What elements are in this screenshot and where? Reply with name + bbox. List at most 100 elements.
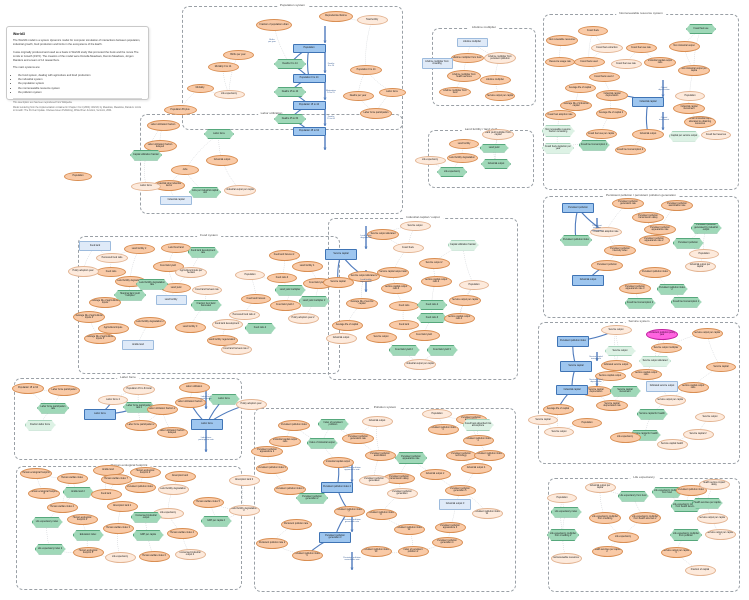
graph-node[interactable]: Persistent pollution technology — [445, 449, 477, 461]
graph-node[interactable]: Service output per capita — [449, 294, 481, 306]
graph-node[interactable]: Population — [235, 270, 265, 280]
graph-node[interactable]: Food land harvest rate 2 — [220, 343, 252, 355]
graph-node[interactable]: Persistent pollution index 5 — [256, 462, 288, 474]
graph-node[interactable]: Fossil fuel consumption 1 — [578, 139, 610, 151]
graph-node[interactable]: Industrial capital output ratio — [269, 435, 301, 447]
graph-node[interactable]: Persistent pollution index 3 — [427, 423, 459, 435]
graph-node[interactable]: Industrial capital — [160, 195, 192, 205]
graph-node[interactable]: Population — [459, 280, 489, 290]
graph-node[interactable]: Food land yield 3 — [426, 344, 458, 356]
graph-node[interactable]: Service output — [695, 412, 725, 422]
graph-node[interactable]: Persistent pollution appearance 3 — [434, 521, 466, 533]
graph-node[interactable]: Service capital — [560, 360, 592, 372]
graph-node[interactable]: Fraction labor force — [24, 419, 56, 431]
graph-node[interactable]: Persistent pollution generation — [386, 487, 418, 499]
graph-node[interactable]: Service capital output ratio — [630, 368, 662, 380]
graph-node[interactable]: Marginal land yield multiplier — [114, 289, 146, 301]
graph-node[interactable]: Births per year — [222, 50, 254, 60]
graph-node[interactable]: Persistent pollution index — [675, 484, 707, 496]
graph-node[interactable]: Food land harvest 2 — [268, 249, 300, 261]
graph-node[interactable]: Life expectancy — [414, 155, 446, 165]
graph-node[interactable]: Perceived food ratio 2 — [228, 310, 260, 320]
graph-node[interactable]: Index of persistent pollution — [317, 418, 349, 430]
graph-node[interactable]: Population 65 plus — [163, 105, 197, 115]
graph-node[interactable]: Land fertility degradation — [157, 483, 189, 495]
graph-node[interactable]: Persistent pollution transmission delay — [632, 211, 664, 223]
graph-node[interactable]: Labor force — [191, 418, 223, 430]
graph-node[interactable]: Mortality — [186, 83, 214, 93]
graph-node[interactable]: Jobs per industrial capital unit — [189, 186, 221, 198]
graph-node[interactable]: Food land — [389, 320, 419, 330]
graph-node[interactable]: Persistent pollution index — [124, 481, 156, 493]
graph-node[interactable]: Persistent pollution index 2 — [656, 283, 688, 295]
graph-node[interactable]: Land fertility 4 — [291, 260, 323, 272]
graph-node[interactable]: Food ratio 3 — [267, 273, 297, 283]
graph-node[interactable]: Fossil fuel consumption 2 — [624, 297, 656, 309]
graph-node[interactable]: Reproductive lifetime — [319, 10, 353, 22]
graph-node[interactable]: Persistent pollution generation rate — [612, 197, 644, 209]
graph-node[interactable]: Population 15 to 44 — [292, 100, 326, 110]
graph-node[interactable]: Industrial capital depreciation — [596, 89, 628, 101]
graph-node[interactable]: Health service impact delay — [698, 478, 730, 490]
graph-node[interactable]: Policy adoption year — [67, 265, 99, 277]
graph-node[interactable]: Life expectancy — [609, 431, 641, 443]
graph-node[interactable]: Life expectancy — [437, 167, 467, 177]
graph-node[interactable]: Absorption land — [164, 470, 196, 482]
graph-node[interactable]: Service output 2 — [418, 257, 450, 269]
graph-node[interactable]: Service capital — [706, 362, 736, 372]
graph-node[interactable]: Fraction of population urban — [256, 19, 292, 31]
graph-node[interactable]: Land yield multiplier from capital — [482, 128, 514, 140]
graph-node[interactable]: Industrial output — [481, 159, 511, 169]
graph-node[interactable]: Non renewable resource fraction remainin… — [541, 125, 575, 137]
graph-node[interactable]: Population 0 to 14 — [292, 73, 326, 83]
graph-node[interactable]: Persistent pollution — [672, 237, 704, 249]
graph-node[interactable]: Industrial output — [206, 154, 238, 166]
graph-node[interactable]: Labor force — [131, 181, 161, 191]
graph-node[interactable]: Perceived food ratio — [96, 253, 128, 263]
graph-node[interactable]: Food land yield 2 — [388, 344, 420, 356]
graph-node[interactable]: Industrial output per capita — [584, 481, 616, 493]
graph-node[interactable]: Average life of capital — [542, 403, 574, 415]
graph-node[interactable]: Lifetime multiplier — [456, 37, 488, 47]
graph-node[interactable]: Labor force — [84, 408, 116, 420]
graph-node[interactable]: Fossil fuels used 2 — [588, 72, 620, 82]
graph-node[interactable]: Population — [675, 91, 705, 101]
graph-node[interactable]: Average life of service capital — [346, 297, 378, 309]
graph-node[interactable]: Mortality 0 to 14 — [207, 62, 239, 72]
graph-node[interactable]: Service capital output ratio — [677, 381, 709, 393]
graph-node[interactable]: Lifetime multiplier from crowding — [421, 57, 453, 69]
graph-node[interactable]: Lifetime multiplier from food — [450, 53, 484, 63]
graph-node[interactable]: Industrial output — [361, 415, 393, 427]
graph-node[interactable]: Food land development — [211, 318, 243, 330]
graph-node[interactable]: Human welfare index 6 — [138, 550, 170, 562]
graph-node[interactable]: Persistent pollution index 2 — [321, 481, 353, 493]
graph-node[interactable]: Fossil fuel consumption 1 — [670, 296, 702, 308]
graph-node[interactable]: Labor force — [378, 87, 406, 97]
graph-node[interactable]: Service capital depreciation rate — [596, 399, 628, 411]
graph-node[interactable]: Average life of capital — [564, 83, 596, 93]
graph-node[interactable]: Fossil fuel extraction — [591, 43, 623, 53]
graph-node[interactable]: Persistent pollution index 10 — [360, 545, 392, 557]
graph-node[interactable]: Land fertility degradation 2 — [134, 316, 166, 328]
graph-node[interactable]: Service capital — [322, 276, 354, 288]
graph-node[interactable]: Land yield — [479, 143, 509, 153]
graph-node[interactable]: Population — [689, 249, 719, 259]
graph-node[interactable]: Life expectancy — [607, 531, 639, 543]
graph-node[interactable]: Labor utilization — [178, 381, 210, 393]
graph-node[interactable]: Index of industrial output — [306, 437, 338, 449]
graph-node[interactable]: Non renewable resources — [546, 34, 578, 46]
graph-node[interactable]: Land fertility degradation rate — [136, 278, 168, 290]
graph-node[interactable]: Life expectancy multiplier from crowding — [589, 512, 621, 524]
graph-node[interactable]: Land fertility — [449, 139, 479, 149]
graph-node[interactable]: Labor utilization fraction — [146, 119, 180, 131]
graph-node[interactable]: Fossil fuel adoption rate — [544, 110, 576, 120]
graph-node[interactable]: Persistent pollution index 9 — [291, 549, 323, 561]
graph-node[interactable]: Industrial output per capita — [404, 358, 436, 370]
graph-node[interactable]: Persistent pollution appearance rate — [644, 223, 676, 235]
graph-node[interactable]: Service capital for health — [636, 408, 668, 420]
graph-node[interactable]: Food land harvest rate — [192, 285, 222, 295]
graph-node[interactable]: Persistent pollution rate 2 — [256, 537, 288, 549]
graph-node[interactable]: Persistent pollution index 8 — [365, 508, 397, 520]
graph-node[interactable]: Service output — [365, 331, 397, 343]
graph-node[interactable]: Human welfare index 2 — [46, 501, 78, 513]
